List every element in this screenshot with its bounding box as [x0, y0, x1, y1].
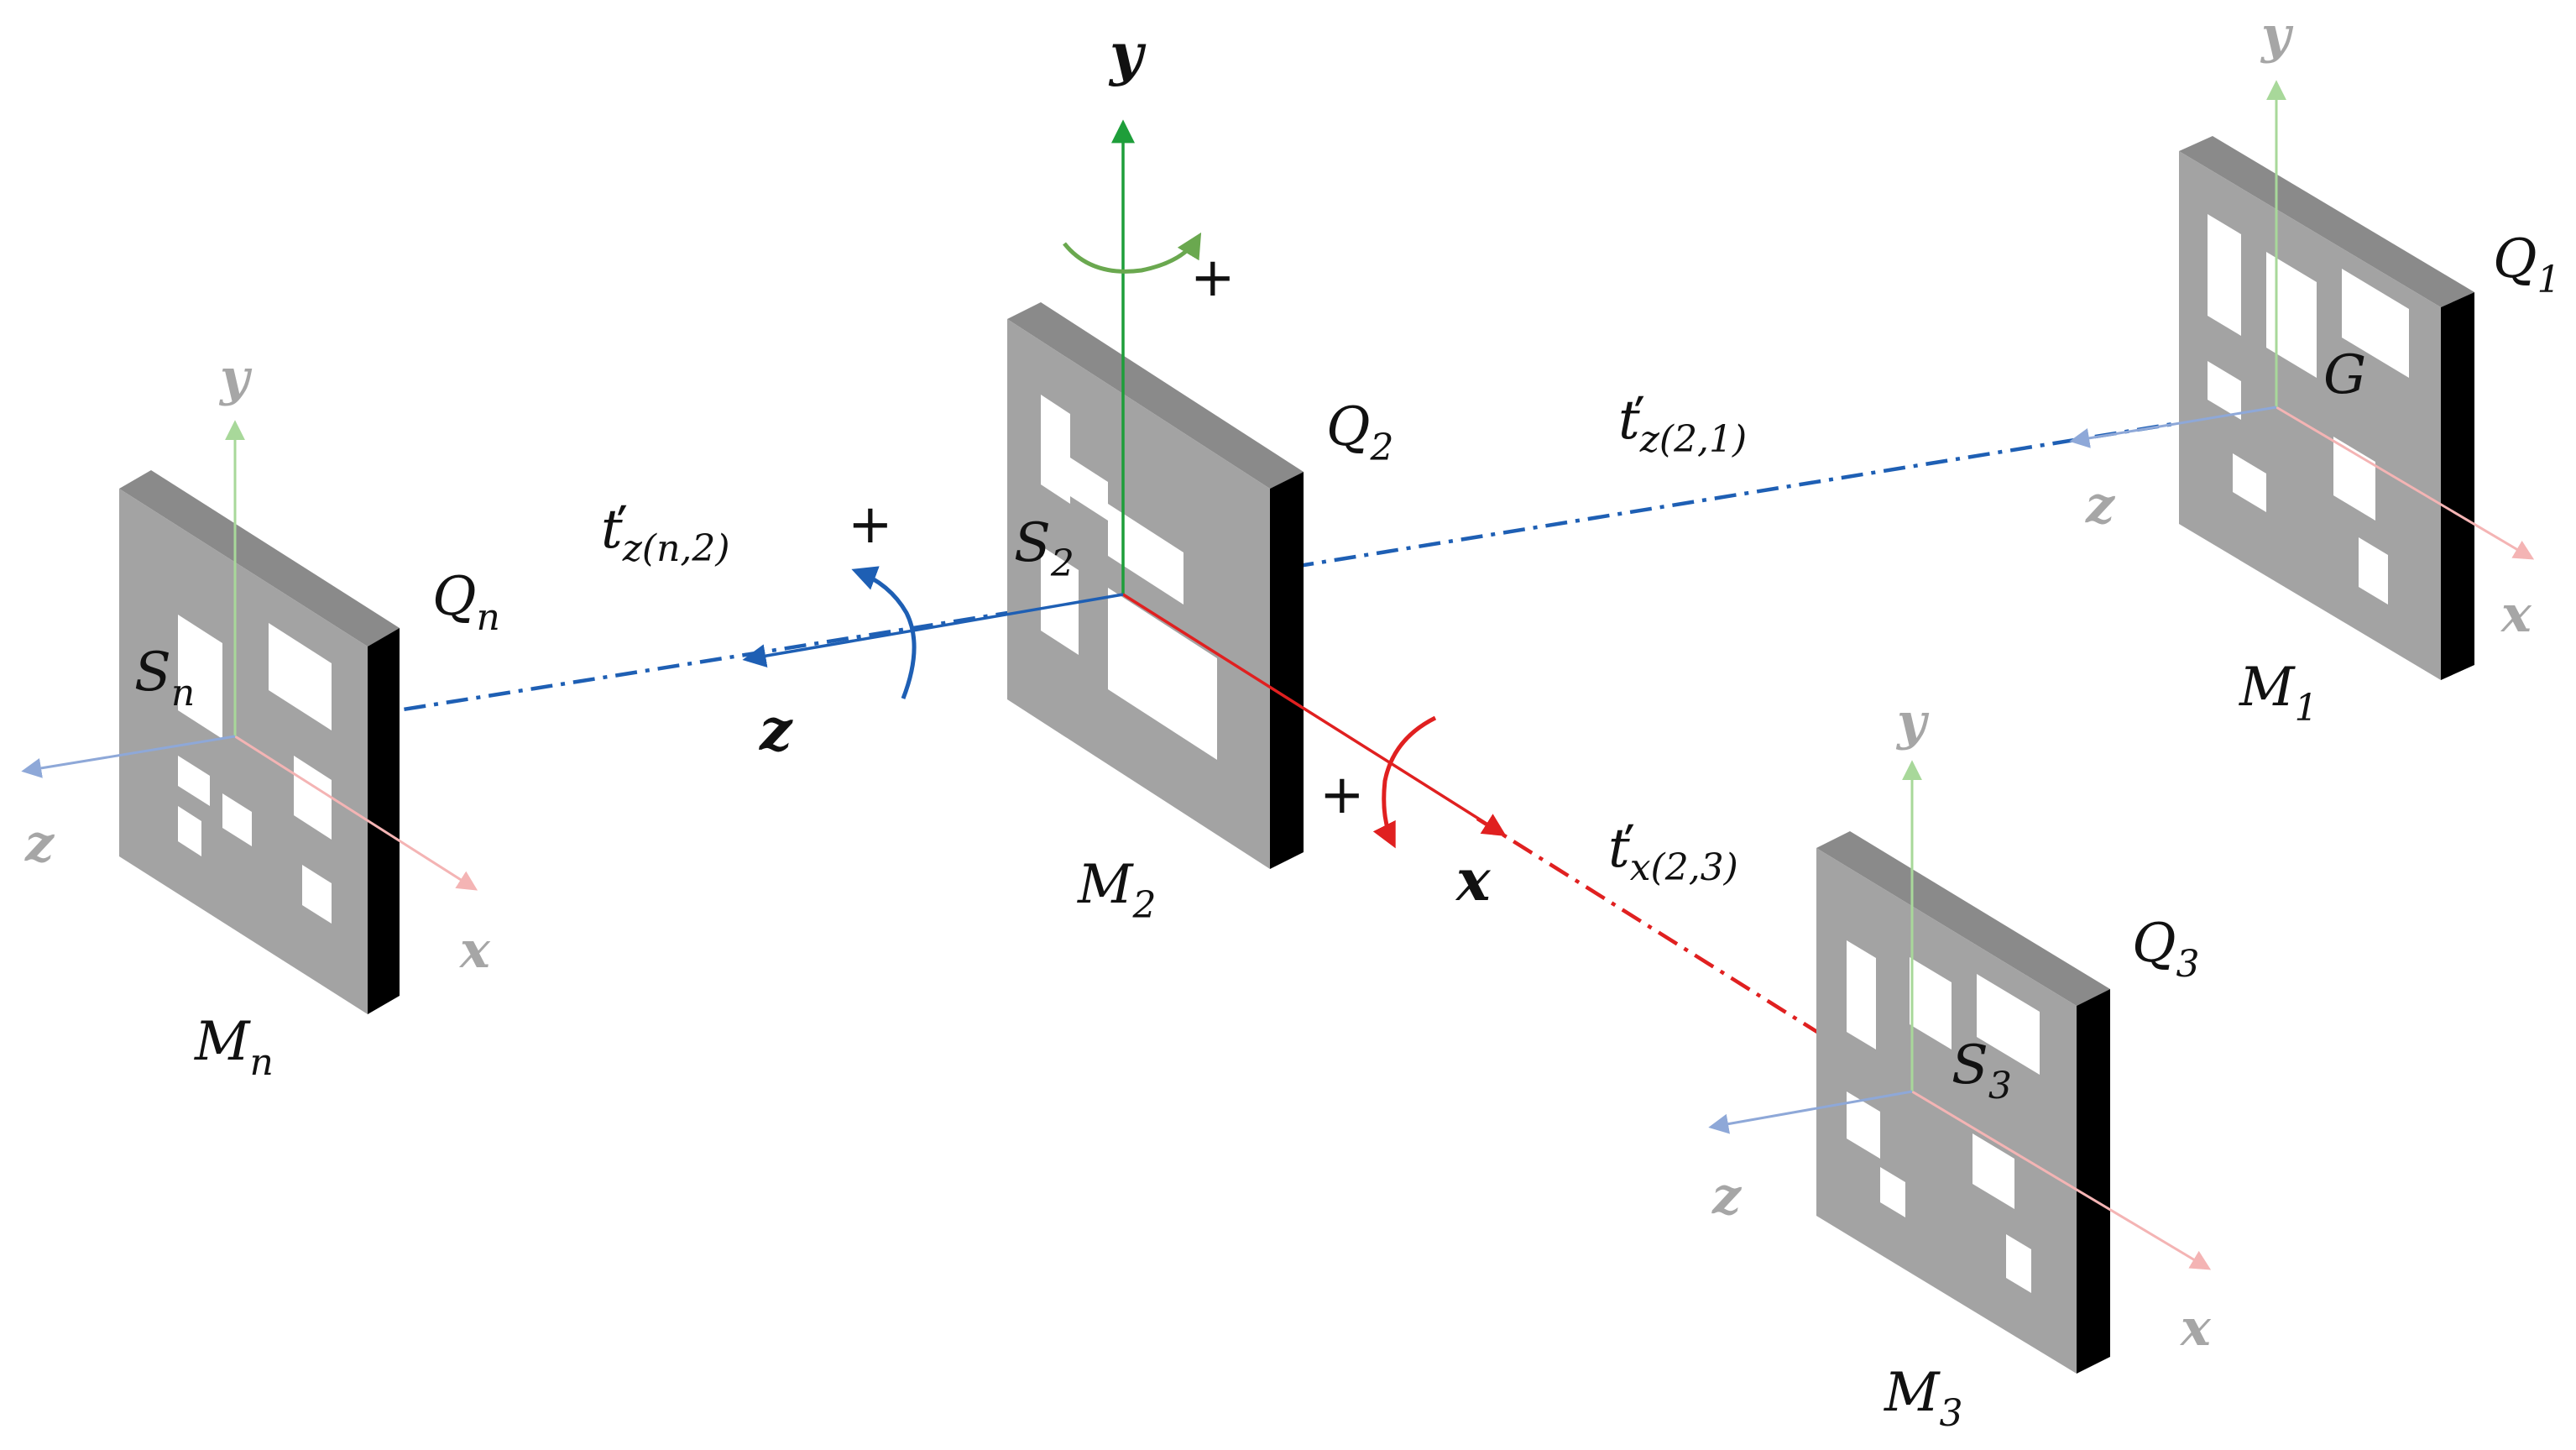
marker-m3	[1708, 760, 2212, 1374]
marker-mn-center: Sn	[134, 641, 195, 715]
m3-z-label: z	[1711, 1167, 1743, 1226]
rotation-arrow-x	[1372, 715, 1437, 849]
rotation-sign-x: +	[1319, 764, 1365, 826]
marker-m3-corner: Q3	[2132, 913, 2199, 986]
main-z-axis	[742, 593, 1124, 668]
marker-side-face	[1270, 472, 1304, 869]
m3-x-label: x	[2179, 1299, 2212, 1358]
m1-z-label: z	[2085, 476, 2116, 535]
marker-m2	[1007, 302, 1304, 869]
marker-mn-corner: Qn	[432, 566, 500, 639]
marker-top-face	[2179, 136, 2474, 307]
marker-top-face	[119, 470, 400, 646]
marker-pattern	[1041, 395, 1217, 760]
rotation-sign-z: +	[848, 494, 893, 556]
marker-m3-center: S3	[1952, 1034, 2012, 1107]
marker-m1-x-axis	[2276, 406, 2535, 560]
marker-pattern	[1847, 940, 2040, 1293]
rotation-arrow-y	[1063, 232, 1202, 274]
marker-side-face	[368, 628, 400, 1014]
mn-x-label: x	[458, 921, 491, 980]
m1-y-label: y	[2260, 6, 2294, 65]
marker-m2-name: M2	[1077, 854, 1157, 927]
marker-top-face	[1007, 302, 1304, 489]
main-y-label: y	[1108, 21, 1147, 88]
transform-label-z-n-2: ťz(n,2)	[601, 499, 730, 570]
m3-y-label: y	[1895, 693, 1930, 751]
marker-mn-name: Mn	[194, 1011, 274, 1084]
transform-label-x-2-3: ťx(2,3)	[1608, 818, 1738, 889]
marker-mn-x-axis	[234, 735, 478, 891]
main-x-label: x	[1455, 847, 1492, 914]
marker-pattern	[178, 615, 332, 924]
marker-m3-name: M3	[1884, 1362, 1963, 1435]
rotation-sign-y: +	[1190, 247, 1236, 309]
mn-z-label: z	[24, 814, 55, 873]
main-z-label: z	[759, 697, 793, 764]
rotation-arrow-z	[851, 566, 917, 699]
main-x-axis	[1122, 593, 1507, 836]
marker-mn	[21, 420, 478, 1014]
marker-m2-corner: Q2	[1326, 396, 1393, 469]
m1-x-label: x	[2500, 585, 2532, 644]
marker-m1-center: G	[2323, 344, 2366, 406]
marker-m3-z-axis	[1708, 1090, 1913, 1134]
marker-m3-x-axis	[1911, 1090, 2212, 1270]
marker-m1-name: M1	[2239, 657, 2318, 730]
marker-m1	[2069, 80, 2535, 680]
transform-label-z-2-1: ťz(2,1)	[1618, 390, 1747, 461]
marker-pattern	[2208, 214, 2409, 605]
marker-m1-z-axis	[2069, 406, 2277, 448]
mn-y-label: y	[218, 348, 253, 407]
marker-side-face	[2077, 989, 2110, 1374]
marker-top-face	[1816, 831, 2110, 1006]
marker-m2-center: S2	[1014, 512, 1074, 585]
marker-mn-z-axis	[21, 735, 236, 778]
marker-m1-corner: Q1	[2493, 228, 2560, 301]
marker-side-face	[2441, 292, 2474, 680]
